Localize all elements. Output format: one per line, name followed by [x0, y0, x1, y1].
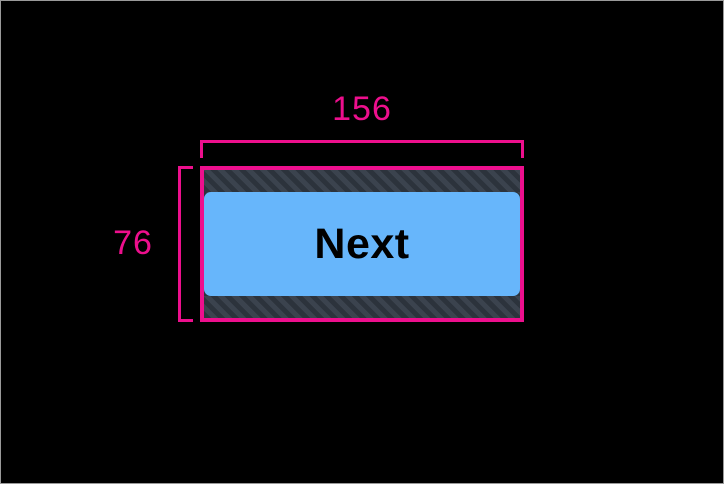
- width-dimension-bracket: [200, 140, 524, 158]
- next-button[interactable]: Next: [204, 192, 520, 296]
- padding-hatch-top: [204, 170, 520, 192]
- height-dimension-bracket: [178, 166, 193, 322]
- measured-element-outline: Next: [200, 166, 524, 322]
- button-container: Next: [204, 192, 520, 296]
- width-dimension-value: 156: [332, 90, 392, 128]
- height-dimension-value: 76: [113, 224, 153, 262]
- height-dimension-label: 76: [97, 223, 169, 263]
- width-dimension-label: 156: [1, 89, 723, 129]
- padding-hatch-bottom: [204, 296, 520, 318]
